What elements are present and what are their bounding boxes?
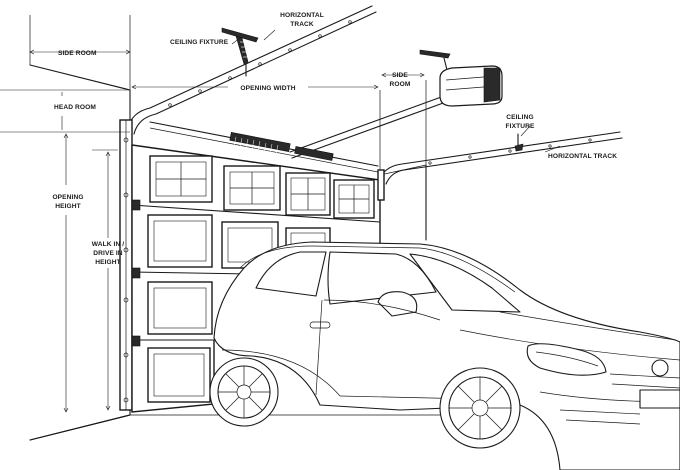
label-side-room-right-2: ROOM <box>390 81 411 88</box>
track-rivets <box>168 20 352 107</box>
label-ceiling-fixture-right-2: FIXTURE <box>506 123 535 130</box>
car-front-wheel <box>439 367 521 449</box>
garage-door-opener <box>419 49 503 107</box>
label-horizontal-track-right: HORIZONTAL TRACK <box>548 153 617 160</box>
car-rear-wheel <box>209 357 279 427</box>
ceiling-fixture-right <box>514 133 524 152</box>
door-section-2 <box>131 271 251 275</box>
label-ceiling-fixture-left: CEILING FIXTURE <box>170 39 229 46</box>
label-opening-height-1: OPENING <box>52 194 83 201</box>
car-headlight <box>526 343 607 376</box>
label-head-room: HEAD ROOM <box>54 104 96 111</box>
label-horizontal-track-top-1: HORIZONTAL <box>280 12 324 19</box>
car-windshield <box>409 253 521 313</box>
label-opening-width: OPENING WIDTH <box>240 85 295 92</box>
car <box>209 241 680 470</box>
floor-line <box>29 414 131 441</box>
label-side-room-left: SIDE ROOM <box>58 50 97 57</box>
spring-right <box>294 146 334 161</box>
car-mirror <box>377 291 418 317</box>
label-walk-in-height-3: HEIGHT <box>95 259 121 266</box>
door-windows <box>149 155 375 219</box>
car-side-window <box>327 251 437 305</box>
label-walk-in-height-2: DRIVE IN <box>93 250 123 257</box>
label-side-room-right-1: SIDE <box>392 72 408 79</box>
vertical-track-right <box>377 169 385 201</box>
car-door-handle <box>309 321 331 329</box>
car-logo <box>651 359 669 377</box>
label-opening-height-2: HEIGHT <box>55 203 81 210</box>
labels: HORIZONTAL TRACK CEILING FIXTURE SIDE RO… <box>52 12 617 266</box>
label-ceiling-fixture-right-1: CEILING <box>506 114 533 121</box>
car-license-plate <box>639 389 680 409</box>
label-horizontal-track-top-2: TRACK <box>290 21 314 28</box>
label-walk-in-height-1: WALK IN / <box>92 241 124 248</box>
ceiling-fixture-left <box>221 27 259 77</box>
door-section-1 <box>131 204 381 223</box>
car-rear-window <box>255 251 327 297</box>
torsion-spring <box>229 131 334 161</box>
track-system <box>127 5 623 185</box>
dimension-lines <box>0 29 561 413</box>
opener-rail <box>289 91 456 153</box>
